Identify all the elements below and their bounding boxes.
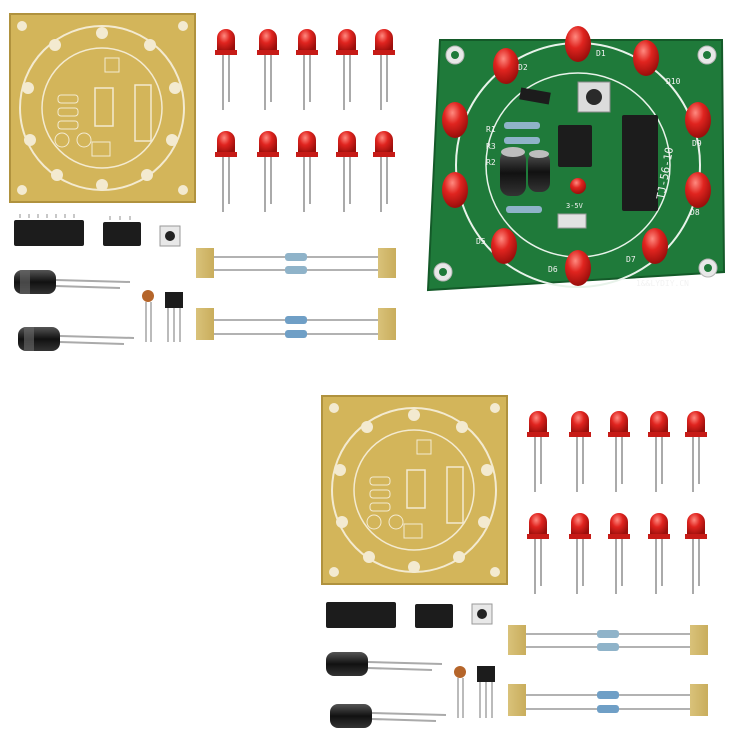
power-header (557, 213, 587, 229)
ref-d6: D6 (548, 265, 558, 274)
kit-top-left (9, 13, 396, 351)
ic-16pin-bottom (326, 602, 396, 628)
ic-8pin-bottom (415, 604, 453, 628)
transistor-top (165, 292, 183, 342)
capacitor-assembled-1 (500, 150, 526, 196)
ref-d8: D8 (690, 208, 700, 217)
bare-pcb-bottom (321, 395, 508, 585)
power-label: 3-5V (566, 202, 584, 210)
ref-d7: D7 (626, 255, 636, 264)
resistor-strip-top-1 (196, 248, 396, 278)
ref-d1: D1 (596, 49, 606, 58)
capacitor-top-2 (18, 327, 135, 351)
led-group-top-2 (215, 131, 395, 212)
led-ring (442, 26, 711, 286)
ic-16pin-assembled (622, 115, 658, 211)
capacitor-bottom-1 (326, 652, 443, 676)
ref-r3: R3 (486, 142, 496, 151)
board-site-label: 1&&LYDIY.CN (636, 279, 689, 288)
ic-16pin-top (14, 214, 84, 246)
kit-bottom-right (321, 395, 708, 728)
ic-8pin-assembled (558, 125, 592, 167)
bare-pcb-top (9, 13, 196, 203)
led-group-bottom-1 (527, 411, 707, 492)
capacitor-bottom-2 (330, 704, 447, 728)
led-group-bottom-2 (527, 513, 707, 594)
led-group-top-1 (215, 29, 395, 110)
ceramic-capacitor-top (142, 290, 154, 342)
resistor-strip-top-2 (196, 308, 396, 340)
ref-r1: R1 (486, 125, 496, 134)
ref-d9: D9 (692, 139, 702, 148)
ref-d5: D5 (476, 237, 486, 246)
ref-d10: D10 (666, 77, 681, 86)
resistor-strip-bottom-1 (508, 625, 708, 655)
capacitor-assembled-2 (528, 152, 550, 192)
resistors-assembled (504, 122, 542, 213)
push-button-bottom (471, 603, 493, 625)
push-button-top (159, 225, 181, 247)
ref-r2: R2 (486, 158, 496, 167)
assembled-pcb: TJ-56-10 1&&LYDIY.CN 3-5V D1 D2 D5 D6 D7… (426, 26, 726, 292)
transistor-assembled (519, 87, 551, 105)
transistor-bottom (477, 666, 495, 718)
resistor-strip-bottom-2 (508, 684, 708, 716)
ic-8pin-top (103, 216, 141, 246)
ceramic-capacitor-bottom (454, 666, 466, 718)
ref-d2: D2 (518, 63, 528, 72)
capacitor-top-1 (14, 270, 131, 294)
